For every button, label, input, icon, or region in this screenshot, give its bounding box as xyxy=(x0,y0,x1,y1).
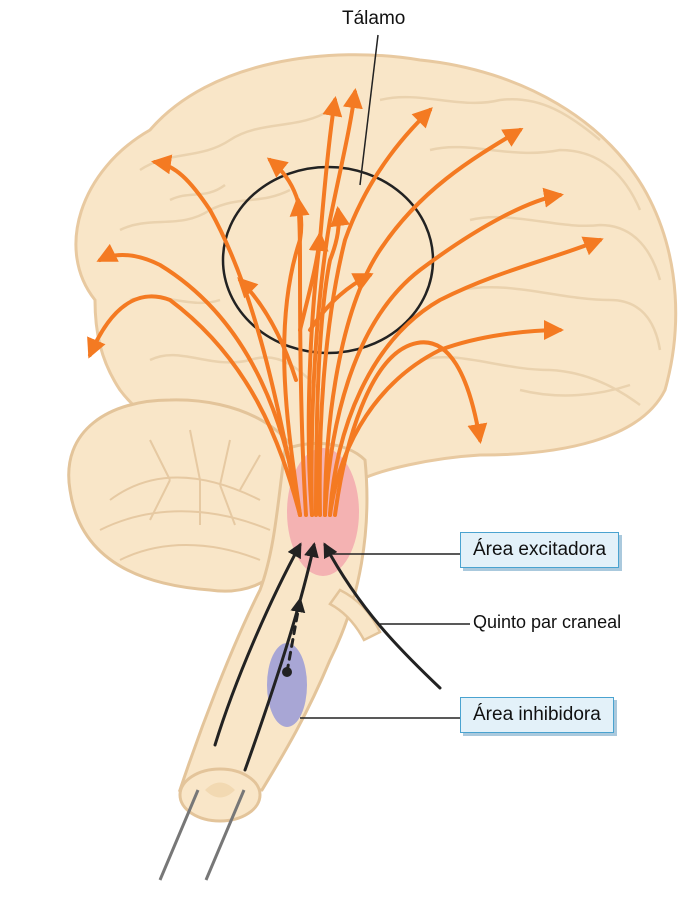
quinto-par-label: Quinto par craneal xyxy=(473,612,621,633)
area-excitadora-box: Área excitadora xyxy=(460,532,619,568)
talamo-label: Tálamo xyxy=(342,8,405,30)
inhibitory-neuron xyxy=(282,667,292,677)
area-inhibidora-box: Área inhibidora xyxy=(460,697,614,733)
spinal-cord-section xyxy=(180,769,260,821)
